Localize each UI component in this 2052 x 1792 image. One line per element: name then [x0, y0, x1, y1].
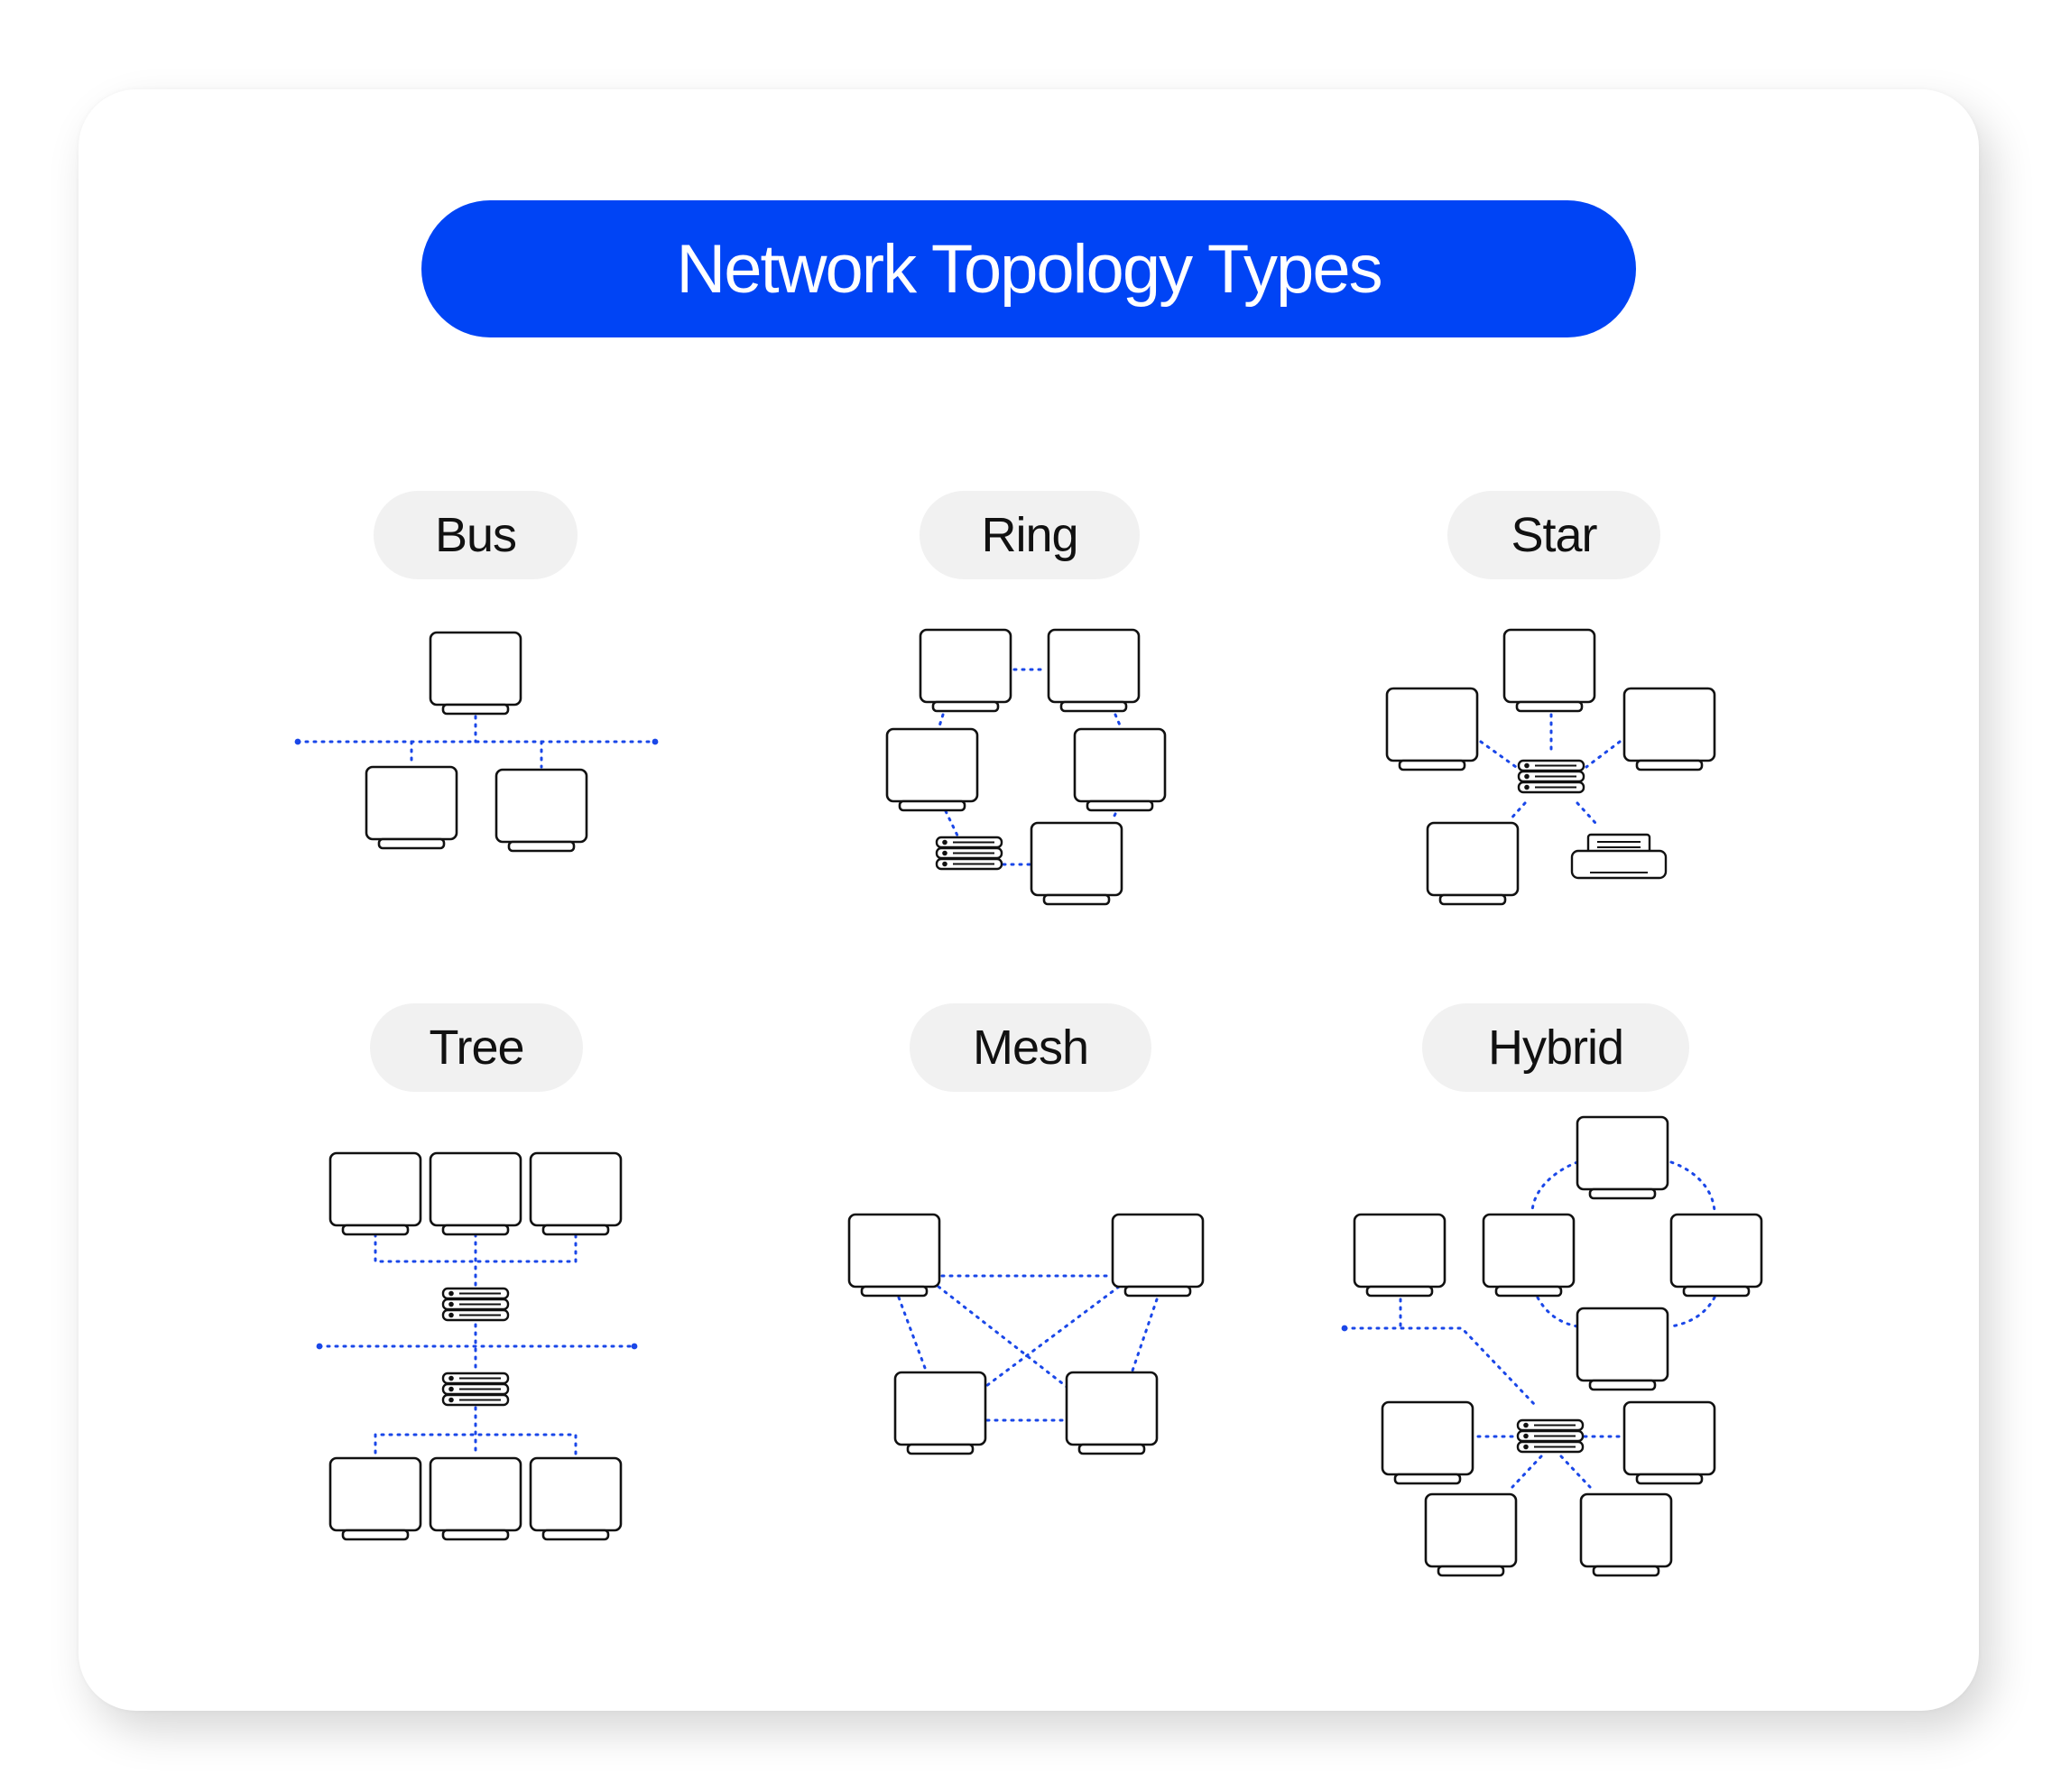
mesh-monitor-3 — [893, 1371, 987, 1455]
network-link — [374, 1433, 578, 1471]
star-monitor-right — [1622, 687, 1716, 771]
tree-monitor-1 — [328, 1151, 422, 1236]
network-link — [897, 1296, 929, 1377]
hybrid-monitor-top — [1576, 1115, 1669, 1200]
star-monitor-bottom — [1426, 821, 1520, 906]
network-link — [1110, 812, 1117, 823]
bus-terminator — [316, 1343, 323, 1350]
bus-terminator — [1341, 1325, 1348, 1332]
server-icon — [1516, 1418, 1585, 1454]
network-link — [1511, 1455, 1543, 1489]
network-link — [1576, 801, 1597, 825]
network-link — [937, 1285, 1072, 1391]
network-link — [1536, 1296, 1579, 1328]
network-link — [944, 809, 960, 839]
hybrid-monitor-star-left — [1381, 1400, 1474, 1485]
network-link — [1343, 1326, 1536, 1406]
ring-monitor-2 — [1047, 628, 1141, 713]
ring-monitor-5 — [1030, 821, 1123, 906]
tree-monitor-6 — [529, 1456, 623, 1541]
network-link — [984, 1285, 1121, 1388]
hybrid-monitor-left — [1353, 1213, 1447, 1298]
mesh-monitor-2 — [1111, 1213, 1205, 1298]
network-link — [1559, 1455, 1592, 1489]
server-icon — [935, 836, 1003, 871]
label-hybrid: Hybrid — [1422, 1003, 1689, 1092]
label-star: Star — [1447, 491, 1660, 579]
network-link — [1479, 740, 1518, 769]
network-link — [1669, 1296, 1716, 1328]
hybrid-monitor-star-right — [1622, 1400, 1716, 1485]
tree-monitor-2 — [429, 1151, 522, 1236]
server-icon — [441, 1372, 510, 1407]
hybrid-monitor-bottom-left — [1424, 1492, 1518, 1577]
label-ring: Ring — [920, 491, 1140, 579]
network-devices — [328, 628, 1763, 1577]
page-title: Network Topology Types — [421, 200, 1636, 337]
network-link — [1130, 1298, 1159, 1375]
network-link — [1507, 801, 1527, 823]
hybrid-monitor-bottom-right — [1579, 1492, 1673, 1577]
hybrid-monitor-right — [1669, 1213, 1763, 1298]
mesh-monitor-4 — [1065, 1371, 1159, 1455]
network-link — [1114, 713, 1123, 729]
bus-terminator — [652, 738, 659, 745]
server-icon — [1517, 759, 1585, 794]
star-monitor-left — [1385, 687, 1479, 771]
server-icon — [441, 1287, 510, 1322]
ring-monitor-1 — [919, 628, 1012, 713]
ring-monitor-3 — [885, 727, 979, 812]
label-bus: Bus — [374, 491, 578, 579]
tree-monitor-4 — [328, 1456, 422, 1541]
bus-terminator — [294, 738, 301, 745]
bus-monitor-left — [365, 765, 458, 850]
tree-monitor-3 — [529, 1151, 623, 1236]
mesh-monitor-1 — [847, 1213, 941, 1298]
network-link — [1669, 1160, 1716, 1213]
label-tree: Tree — [370, 1003, 583, 1092]
network-link — [1585, 740, 1622, 769]
hybrid-monitor-ring-bottom — [1576, 1307, 1669, 1391]
ring-monitor-4 — [1073, 727, 1167, 812]
tree-monitor-5 — [429, 1456, 522, 1541]
network-link — [937, 713, 945, 731]
label-mesh: Mesh — [910, 1003, 1151, 1092]
star-monitor-top — [1502, 628, 1596, 713]
connection-links — [294, 668, 1716, 1489]
hybrid-monitor-center — [1482, 1213, 1576, 1298]
printer-icon — [1570, 833, 1668, 880]
bus-monitor-top — [429, 631, 522, 716]
network-link — [1530, 1160, 1579, 1213]
bus-monitor-right — [495, 768, 588, 853]
bus-terminator — [631, 1343, 638, 1350]
